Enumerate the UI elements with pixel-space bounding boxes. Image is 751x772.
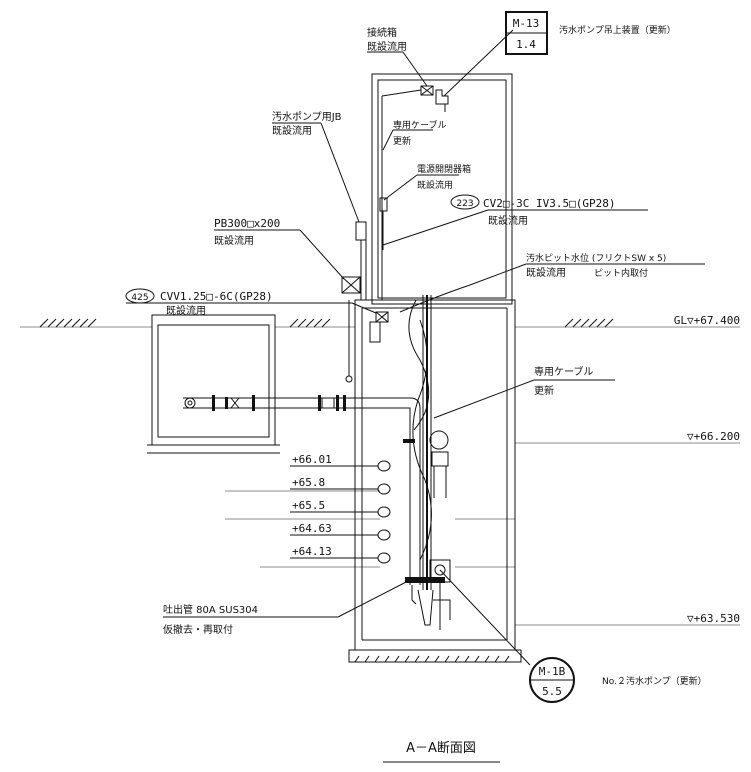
- ref-m1b: M-1B 5.5 No.２汚水ポンプ（更新）: [529, 657, 707, 703]
- label-discharge-note: 仮撤去・再取付: [163, 623, 233, 636]
- ref-m13-desc: 汚水ポンプ吊上装置（更新）: [559, 24, 676, 36]
- label-float-sw: 汚水ピット水位 (フリクトSW x 5): [526, 252, 666, 264]
- cvv-cable-note: 既設流用: [166, 304, 206, 317]
- float-level-4: +64.63: [292, 522, 332, 535]
- ref-m13-bottom: 1.4: [516, 38, 536, 51]
- label-junction-box: 接続箱: [367, 26, 397, 39]
- ref-m1b-top: M-1B: [539, 665, 566, 678]
- float-level-2: +65.8: [292, 476, 325, 489]
- label-cable-mid-note: 更新: [534, 384, 554, 397]
- ref-m1b-bottom: 5.5: [542, 685, 562, 698]
- label-pb: PB300□x200: [214, 217, 280, 230]
- label-power-switch: 電源開閉器箱: [417, 163, 471, 175]
- upper-pillar: [371, 73, 513, 305]
- elevation-gl: GL▽+67.400: [674, 314, 740, 327]
- label-pb-note: 既設流用: [214, 234, 254, 247]
- label-cv-cable: 223 CV2□-3C IV3.5□(GP28) 既設流用: [450, 194, 615, 227]
- cvv-cable-tag: 425: [131, 293, 148, 303]
- label-power-switch-note: 既設流用: [417, 179, 453, 191]
- elevation-63530: ▽+63.530: [687, 612, 740, 625]
- cv-cable-spec: CV2□-3C IV3.5□(GP28): [483, 197, 615, 210]
- label-pump-jb: 汚水ポンプ用JB: [272, 110, 342, 123]
- cv-cable-tag: 223: [456, 199, 473, 209]
- left-tank: [147, 300, 353, 454]
- pit: [348, 299, 522, 663]
- ref-m13-top: M-13: [513, 17, 540, 30]
- float-level-5: +64.13: [292, 545, 332, 558]
- label-cable-mid: 専用ケーブル: [534, 365, 593, 378]
- pump-jb: [341, 221, 367, 300]
- drawing-title: A－A断面図: [406, 741, 476, 756]
- ground-line: [20, 318, 740, 328]
- label-cable-top-note: 更新: [393, 135, 411, 147]
- label-cable-top: 専用ケーブル: [393, 119, 446, 131]
- float-switches: [377, 460, 391, 564]
- cv-cable-note: 既設流用: [488, 214, 528, 227]
- submersible-pump: [403, 439, 451, 630]
- level-sensor: [429, 430, 449, 498]
- label-pump-jb-note: 既設流用: [272, 124, 312, 137]
- label-float-sw-note2: ピット内取付: [594, 267, 648, 279]
- leader-lines: [126, 29, 705, 666]
- label-junction-box-note: 既設流用: [367, 40, 407, 53]
- label-cvv-cable: 425 CVV1.25□-6C(GP28) 既設流用: [125, 288, 273, 317]
- label-discharge: 吐出管 80A SUS304: [163, 603, 258, 616]
- label-float-sw-note: 既設流用: [526, 266, 566, 279]
- elevation-66200: ▽+66.200: [687, 430, 740, 443]
- ref-m13: M-13 1.4 汚水ポンプ吊上装置（更新）: [505, 11, 676, 55]
- cvv-cable-spec: CVV1.25□-6C(GP28): [160, 290, 273, 303]
- float-level-1: +66.01: [292, 453, 332, 466]
- ref-m1b-desc: No.２汚水ポンプ（更新）: [602, 675, 707, 687]
- float-level-3: +65.5: [292, 499, 325, 512]
